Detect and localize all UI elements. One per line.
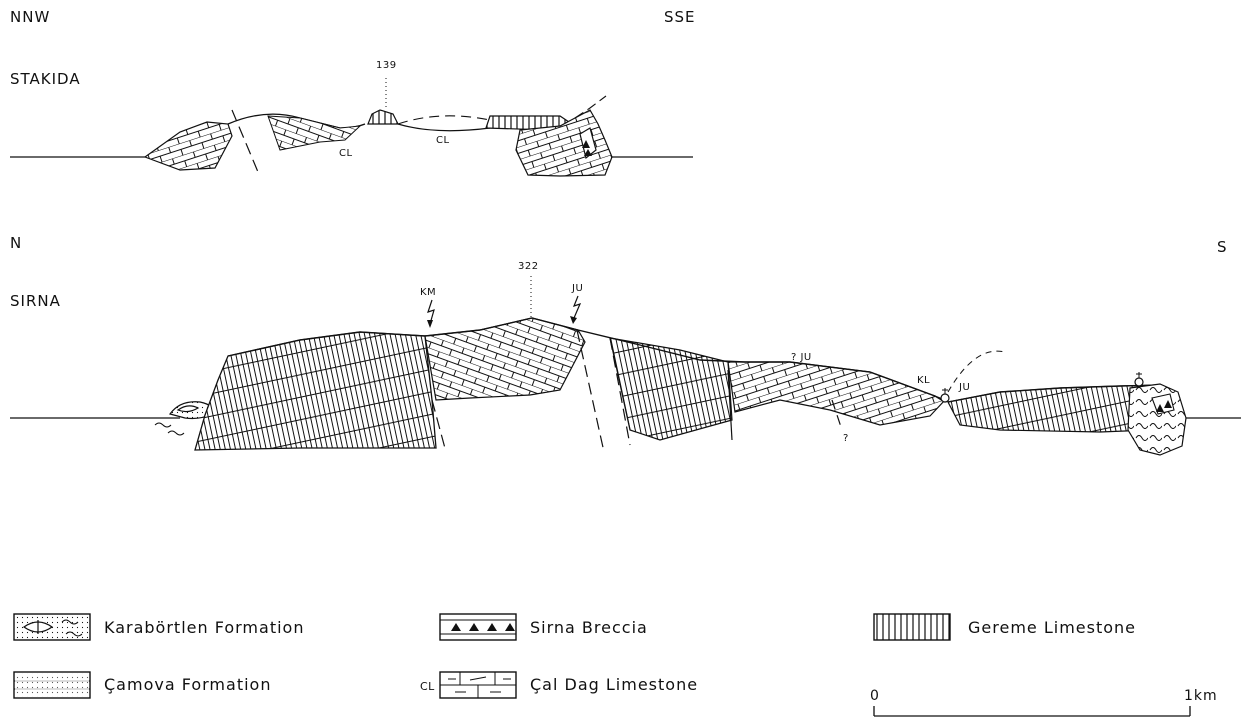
legend-karabortlen-label: Karabörtlen Formation — [104, 618, 305, 637]
sirna-direction-right: S — [1217, 238, 1228, 256]
sirna-question-mark: ? — [843, 433, 849, 444]
sirna-ju-label-1: JU — [572, 283, 584, 294]
scale-bar-end-label: 1km — [1184, 688, 1218, 704]
scale-bar-start-label: 0 — [870, 688, 880, 704]
sirna-elevation-label: 322 — [518, 261, 539, 272]
stakida-elevation-label: 139 — [376, 60, 397, 71]
stakida-cl-label-1: CL — [339, 148, 353, 159]
stakida-cl-label-2: CL — [436, 135, 450, 146]
sirna-ju-label-3: JU — [959, 382, 971, 393]
stakida-direction-left: NNW — [10, 8, 51, 26]
legend-cal-dag-label: Çal Dag Limestone — [530, 675, 699, 694]
legend-sirna-breccia-label: Sirna Breccia — [530, 618, 648, 637]
legend-camova-label: Çamova Formation — [104, 675, 272, 694]
sirna-kl-label: KL — [917, 375, 931, 386]
legend-cal-dag-abbrev: CL — [420, 680, 435, 693]
stakida-section-title: STAKIDA — [10, 70, 81, 88]
legend-gereme-label: Gereme Limestone — [968, 618, 1136, 637]
sirna-km-label: KM — [420, 287, 437, 298]
sirna-direction-left: N — [10, 234, 23, 252]
sirna-ju-label-2: ? JU — [791, 352, 812, 363]
stakida-direction-right: SSE — [664, 8, 696, 26]
sirna-section-title: SIRNA — [10, 292, 61, 310]
